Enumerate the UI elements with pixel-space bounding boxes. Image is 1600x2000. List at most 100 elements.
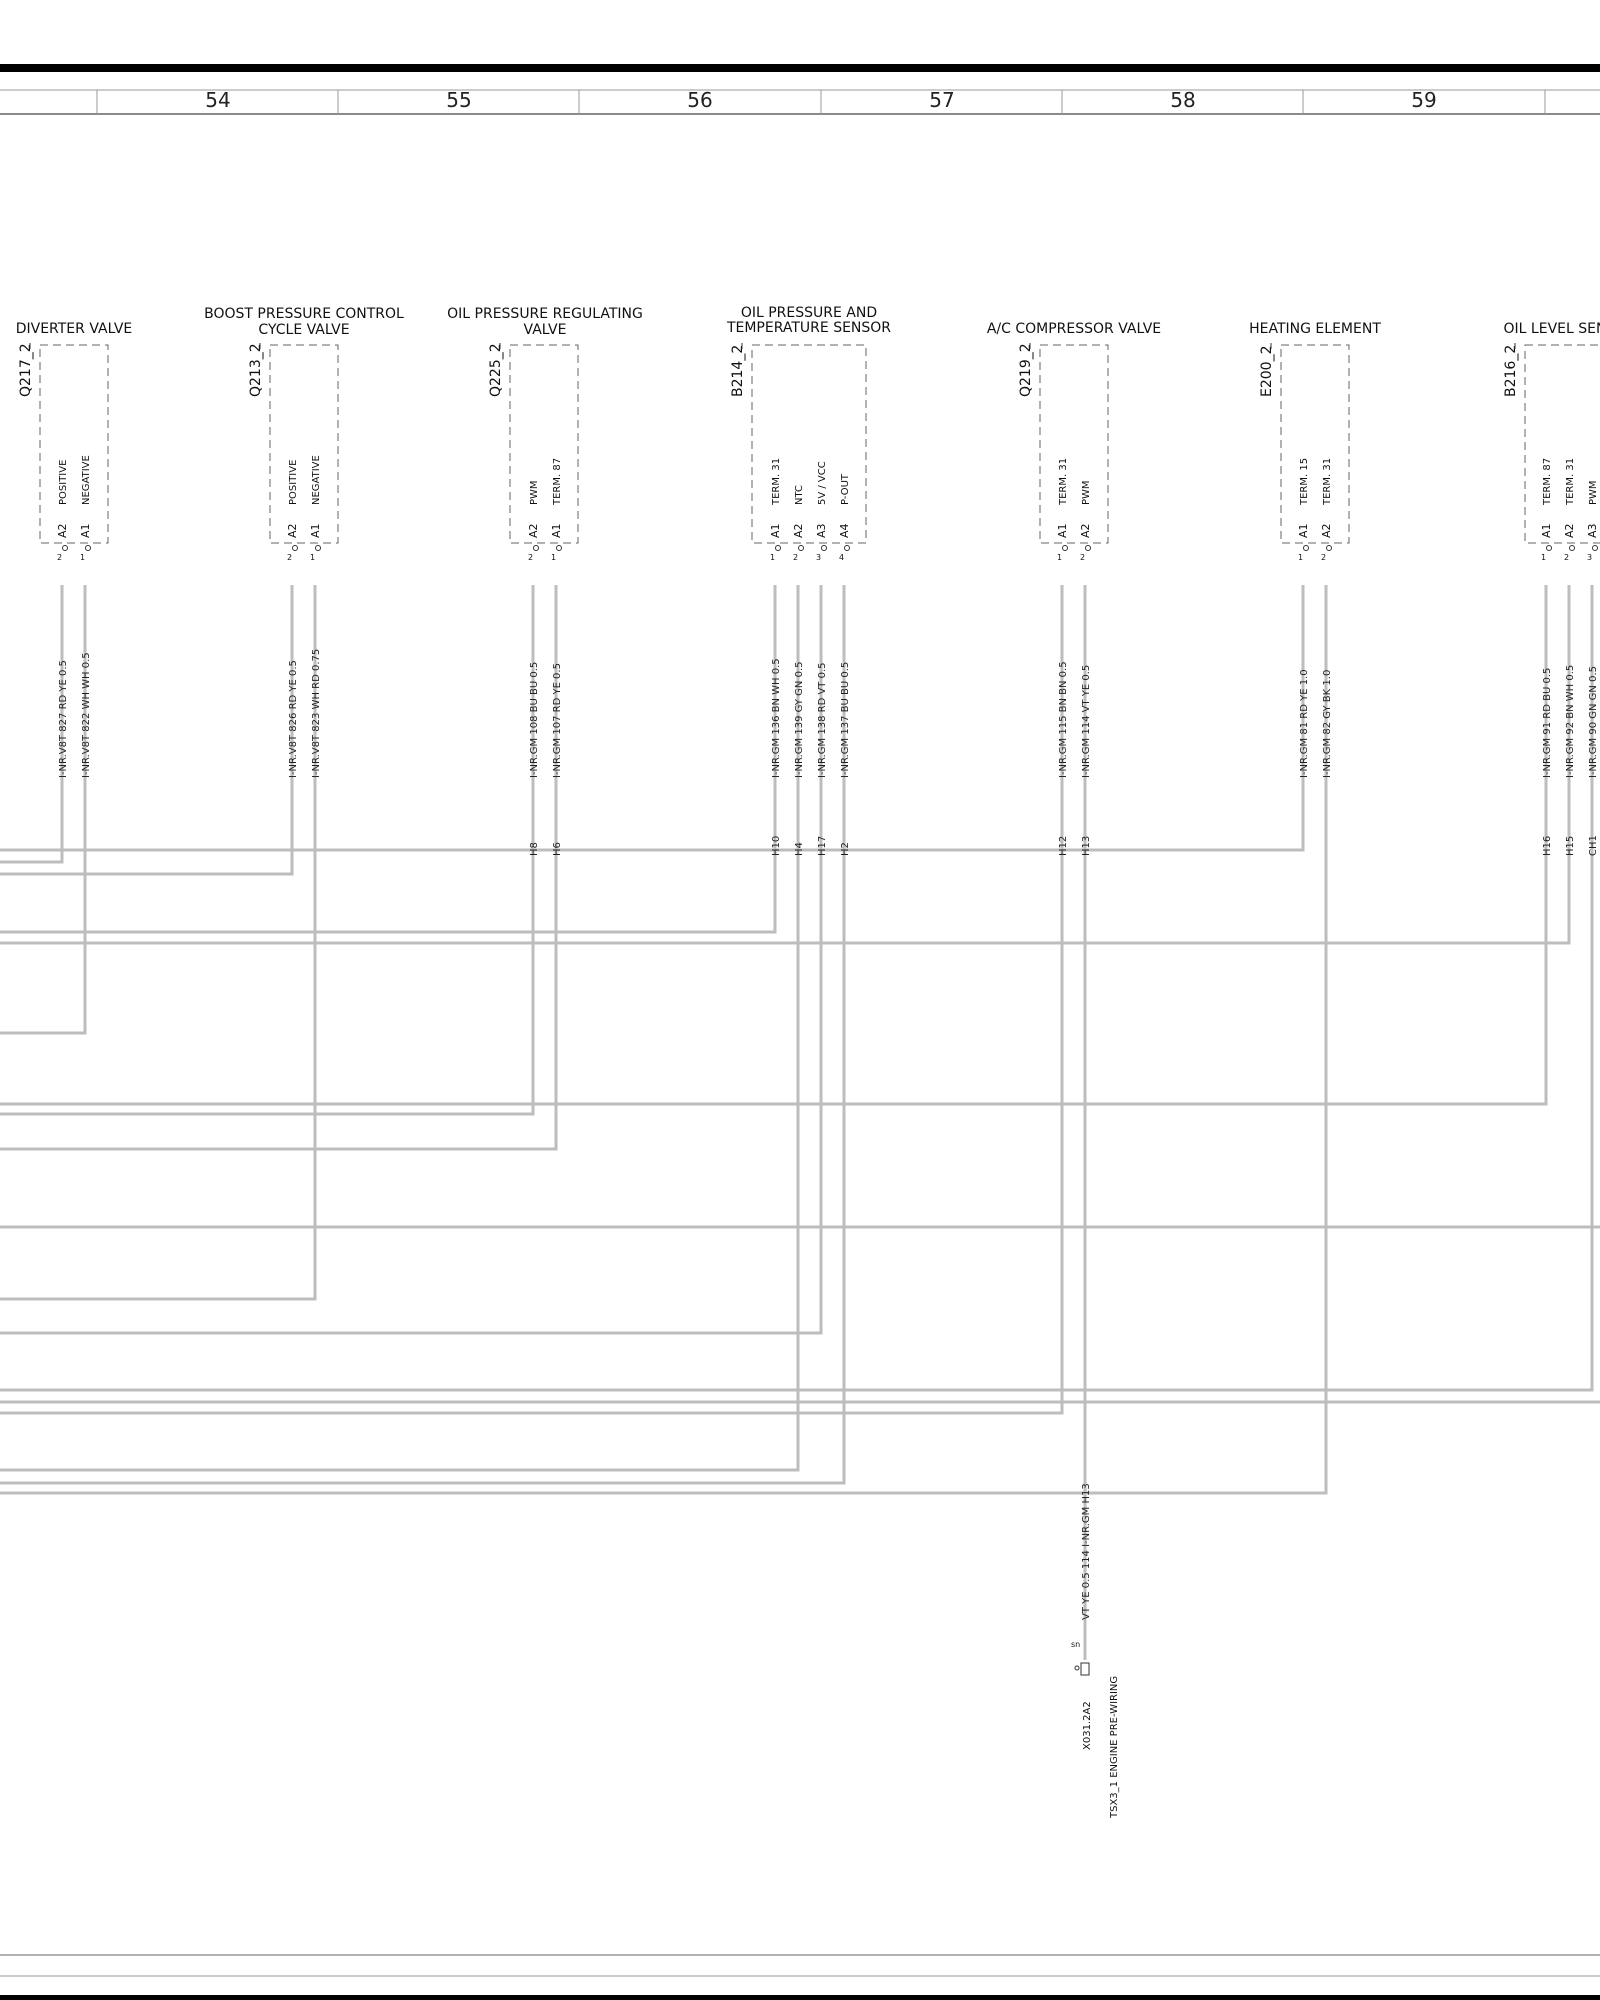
pin-id: A3 <box>815 523 828 538</box>
pin-number: 1 <box>1541 553 1546 562</box>
component-title: BOOST PRESSURE CONTROL <box>204 306 404 322</box>
wire-tag: H6 <box>552 842 563 856</box>
connector-harness-label: TSX3_1 ENGINE PRE-WIRING <box>1109 1676 1120 1819</box>
pin-label: TERM. 87 <box>1542 458 1553 506</box>
pin-label: P-OUT <box>840 473 851 505</box>
component-title: CYCLE VALVE <box>258 322 349 338</box>
component-outline <box>39 344 109 544</box>
pin-label: 5V / VCC <box>817 461 828 505</box>
header-dividers <box>96 90 1546 114</box>
pin-terminal <box>62 545 68 551</box>
pin-label: POSITIVE <box>58 460 69 505</box>
pin-label: TERM. 31 <box>771 458 782 506</box>
pin-number: 2 <box>1321 553 1326 562</box>
pin-label: POSITIVE <box>288 460 299 505</box>
wire-code: I-NR.GM 91 RD BU 0.5 <box>1542 668 1553 778</box>
connector-terminal-pin <box>1074 1665 1080 1671</box>
wire-code: I-NR.GM 136 BN WH 0.5 <box>771 658 782 778</box>
component-title: OIL LEVEL SEN <box>1504 321 1600 337</box>
component-outline <box>509 344 579 544</box>
pin-terminal <box>533 545 539 551</box>
top-border <box>0 64 1600 72</box>
pin-number: 3 <box>816 553 821 562</box>
wire-code: I-NR.V8T 823 WH RD 0.75 <box>311 649 322 778</box>
component-id: Q225_2 <box>488 343 504 397</box>
pin-number: 1 <box>1057 553 1062 562</box>
wire-code: I-NR.GM 139 GY GN 0.5 <box>794 662 805 778</box>
components: DIVERTER VALVEQ217_2POSITIVEA22NEGATIVEA… <box>16 305 1600 856</box>
component-title: HEATING ELEMENT <box>1249 321 1381 337</box>
wire <box>0 585 294 876</box>
connector-x031: VT YE 0.5 114 I-NR.GM H13 sn X031.2A2 TS… <box>1071 1100 1120 1819</box>
wire-code: I-NR.GM 107 RD YE 0.5 <box>552 663 563 778</box>
pin-number: 2 <box>287 553 292 562</box>
wire <box>0 585 846 1485</box>
component-title: A/C COMPRESSOR VALVE <box>987 321 1161 337</box>
pin-number: 1 <box>551 553 556 562</box>
pin-label: TERM. 15 <box>1299 458 1310 506</box>
wire-code: I-NR.GM 81 RD YE 1.0 <box>1299 669 1310 778</box>
wire-code: I-NR.GM 138 RD VT 0.5 <box>817 663 828 779</box>
wire <box>0 585 1064 1415</box>
wire <box>0 585 558 1151</box>
component-q217-2: DIVERTER VALVEQ217_2POSITIVEA22NEGATIVEA… <box>16 321 133 778</box>
component-id: B214_2 <box>730 345 746 397</box>
pin-terminal <box>85 545 91 551</box>
component-id: Q213_2 <box>248 343 264 397</box>
pin-number: 1 <box>770 553 775 562</box>
component-title: DIVERTER VALVE <box>16 321 133 337</box>
pin-terminal <box>1062 545 1068 551</box>
pin-id: A4 <box>838 523 851 538</box>
component-q225-2: OIL PRESSURE REGULATINGVALVEQ225_2PWMA22… <box>447 306 643 856</box>
wire <box>0 585 800 1472</box>
connector-terminal-box <box>1080 1662 1090 1676</box>
pin-terminal <box>775 545 781 551</box>
component-title: VALVE <box>524 322 567 338</box>
component-title: TEMPERATURE SENSOR <box>726 320 891 336</box>
pin-id: A2 <box>286 523 299 538</box>
pin-number: 1 <box>1298 553 1303 562</box>
pin-id: A2 <box>1320 523 1333 538</box>
wire-code: I-NR.V8T 827 RD YE 0.5 <box>58 660 69 778</box>
wire <box>0 585 1548 1106</box>
wire-code: I-NR.GM 114 VT YE 0.5 <box>1081 665 1092 778</box>
wire-tag: H16 <box>1542 836 1553 856</box>
connector-wire-code: VT YE 0.5 114 I-NR.GM H13 <box>1081 1483 1092 1620</box>
pin-id: A2 <box>56 523 69 538</box>
wire <box>0 585 535 1116</box>
component-outline <box>1039 344 1109 544</box>
component-outline <box>751 344 867 544</box>
pin-id: A1 <box>79 523 92 538</box>
wire-tag: H10 <box>771 836 782 856</box>
wire-code: I-NR.GM 137 BU BU 0.5 <box>840 662 851 778</box>
component-id: B216_2 <box>1503 345 1519 397</box>
wire-code: I-NR.V8T 826 RD YE 0.5 <box>288 660 299 778</box>
pin-terminal <box>798 545 804 551</box>
pin-label: PWM <box>529 480 540 505</box>
component-outline <box>1524 344 1600 544</box>
wire-tag: H17 <box>817 836 828 856</box>
bottom-border <box>0 1995 1600 2000</box>
wire <box>0 585 1328 1495</box>
pin-label: TERM. 31 <box>1322 458 1333 506</box>
pin-number: 2 <box>528 553 533 562</box>
pin-label: TERM. 87 <box>552 458 563 506</box>
pin-label: TERM. 31 <box>1565 458 1576 506</box>
pin-terminal <box>1569 545 1575 551</box>
component-title: OIL PRESSURE REGULATING <box>447 306 643 322</box>
wire <box>0 585 1305 852</box>
wire-tag: H2 <box>840 842 851 856</box>
pin-label: NEGATIVE <box>311 455 322 505</box>
pin-terminal <box>1326 545 1332 551</box>
pin-number: 2 <box>1564 553 1569 562</box>
pin-terminal <box>1303 545 1309 551</box>
pin-terminal <box>292 545 298 551</box>
wire-code: I-NR.GM 82 GY BK 1.0 <box>1322 670 1333 778</box>
wire-tag: CH1 <box>1588 835 1599 856</box>
pin-terminal <box>315 545 321 551</box>
connector-sn: sn <box>1071 1640 1080 1649</box>
